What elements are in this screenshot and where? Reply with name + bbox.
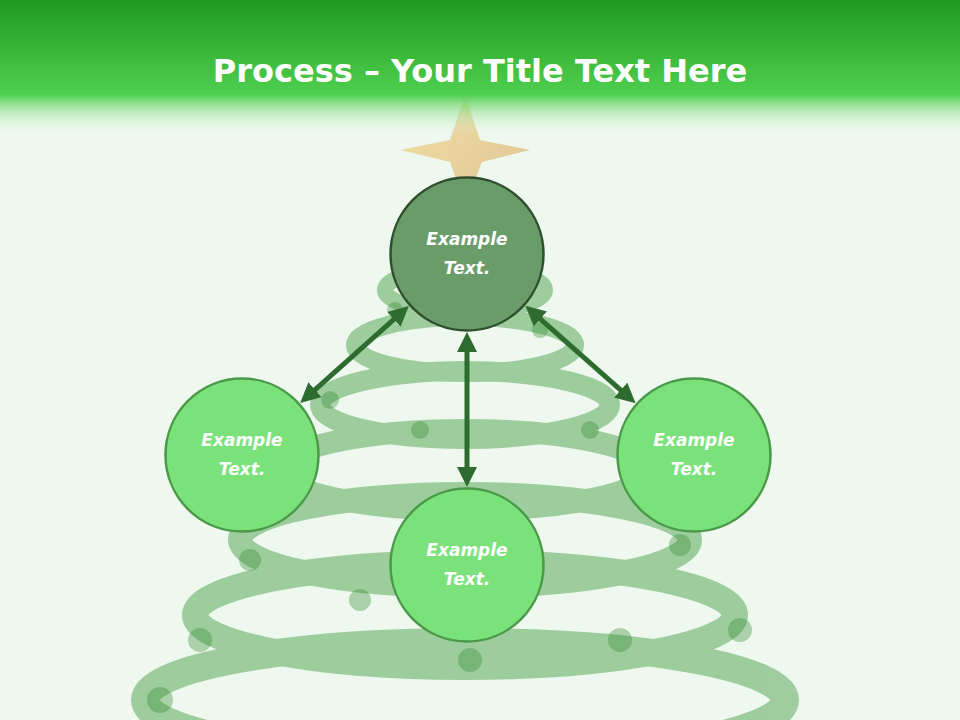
double-arrow (533, 312, 628, 396)
double-arrow (308, 313, 402, 397)
circle-outline (164, 377, 320, 533)
double-arrow (465, 342, 470, 477)
circle-outline (616, 377, 772, 533)
process-circle: Example Text. (616, 377, 772, 533)
process-circle: Example Text. (389, 176, 545, 332)
circle-content: Example Text. (616, 377, 772, 533)
circle-label: Example Text. (417, 536, 517, 594)
slide-title: Process – Your Title Text Here (0, 52, 960, 90)
circle-content: Example Text. (389, 176, 545, 332)
circle-content: Example Text. (164, 377, 320, 533)
circle-outline (389, 487, 545, 643)
circle-label: Example Text. (644, 426, 744, 484)
circle-label: Example Text. (417, 225, 517, 283)
circle-content: Example Text. (389, 487, 545, 643)
process-circle: Example Text. (164, 377, 320, 533)
circle-label: Example Text. (192, 426, 292, 484)
process-circle: Example Text. (389, 487, 545, 643)
circle-outline (389, 176, 545, 332)
